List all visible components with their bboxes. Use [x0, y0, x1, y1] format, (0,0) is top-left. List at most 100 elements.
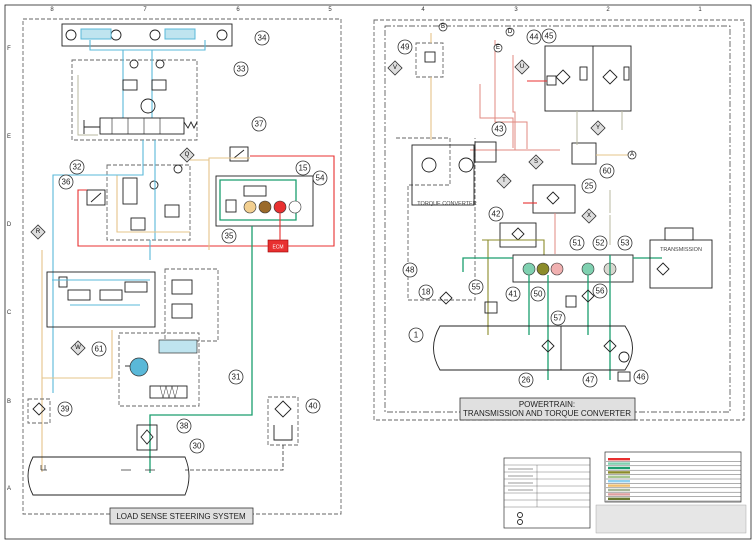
ecm-label: ECM: [272, 245, 283, 251]
callout-45: 45: [541, 28, 557, 44]
callout-26: 26: [518, 372, 534, 388]
callout-36: 36: [58, 174, 74, 190]
svg-text:T: T: [502, 178, 506, 184]
drawing-frame: [4, 4, 752, 540]
port-w: W: [70, 340, 86, 356]
left-system-boundary: [22, 18, 342, 515]
callout-51: 51: [569, 235, 585, 251]
port-e: E: [493, 43, 503, 53]
transmission-manifold: [512, 254, 634, 283]
valve-block-25: [532, 184, 576, 214]
column-label: 4: [421, 7, 425, 13]
svg-text:42: 42: [492, 210, 501, 219]
svg-text:55: 55: [472, 283, 481, 292]
callout-42: 42: [488, 206, 504, 222]
svg-text:32: 32: [73, 163, 82, 172]
port-t: T: [496, 173, 512, 189]
column-label: 1: [698, 7, 702, 13]
column-label: 2: [606, 7, 610, 13]
filter-40: [185, 396, 299, 471]
row-label: C: [7, 310, 12, 316]
svg-text:46: 46: [637, 373, 646, 382]
svg-text:B: B: [441, 24, 445, 30]
svg-text:34: 34: [258, 34, 267, 43]
svg-text:51: 51: [573, 239, 582, 248]
row-label: B: [7, 399, 11, 405]
callout-25: 25: [581, 178, 597, 194]
legend-swatch: [608, 488, 630, 492]
svg-text:30: 30: [193, 442, 202, 451]
right-title-line2: TRANSMISSION AND TORQUE CONVERTER: [463, 409, 631, 418]
legend-swatch: [608, 466, 630, 470]
svg-text:37: 37: [255, 120, 264, 129]
port-b: B: [438, 22, 448, 32]
svg-text:1: 1: [414, 331, 419, 340]
right-title-box: [459, 397, 636, 421]
legend-swatch: [608, 462, 630, 465]
callout-15: 15: [295, 160, 311, 176]
legend-swatch: [608, 458, 630, 461]
brake-manifold: [215, 175, 314, 227]
svg-text:50: 50: [534, 290, 543, 299]
port-v: V: [387, 60, 403, 76]
port-d: D: [505, 27, 515, 37]
filter-39: [27, 398, 51, 424]
color-legend: [604, 451, 742, 503]
callout-49: 49: [397, 39, 413, 55]
port-u: U: [514, 59, 530, 75]
callout-47: 47: [582, 372, 598, 388]
callout-56: 56: [592, 283, 608, 299]
column-label: 3: [514, 7, 518, 13]
column-label: 8: [50, 7, 54, 13]
valve-49: [415, 42, 444, 78]
svg-text:X: X: [587, 213, 591, 219]
legend-swatch: [608, 497, 630, 500]
column-label: 5: [328, 7, 332, 13]
svg-text:45: 45: [545, 32, 554, 41]
torque-converter-label: TORQUE CONVERTER: [417, 201, 476, 207]
svg-text:52: 52: [596, 239, 605, 248]
line-type-legend: [503, 457, 591, 529]
svg-text:U: U: [520, 64, 524, 70]
svg-text:S: S: [534, 159, 538, 165]
callout-18: 18: [418, 284, 434, 300]
callout-60: 60: [599, 163, 615, 179]
svg-text:25: 25: [585, 182, 594, 191]
callout-30: 30: [189, 438, 205, 454]
callout-55: 55: [468, 279, 484, 295]
row-label: E: [7, 134, 11, 140]
valve-42: [499, 222, 537, 248]
steering-unit: [71, 50, 198, 141]
callout-33: 33: [233, 61, 249, 77]
legend-swatch: [608, 484, 630, 487]
callout-31: 31: [228, 369, 244, 385]
callout-54: 54: [312, 170, 328, 186]
svg-text:49: 49: [401, 43, 410, 52]
callout-52: 52: [592, 235, 608, 251]
transmission-label: TRANSMISSION: [660, 247, 702, 253]
svg-text:39: 39: [61, 405, 70, 414]
row-label: A: [7, 486, 11, 492]
torque-converter-48: TORQUE CONVERTER: [396, 137, 497, 301]
right-title-line1: POWERTRAIN:: [519, 400, 575, 409]
callout-37: 37: [251, 116, 267, 132]
callout-48: 48: [402, 262, 418, 278]
svg-text:56: 56: [596, 287, 605, 296]
svg-text:41: 41: [509, 290, 518, 299]
svg-text:18: 18: [422, 288, 431, 297]
port-x: X: [581, 208, 597, 224]
svg-text:57: 57: [554, 314, 563, 323]
priority-valve-block: [106, 140, 191, 241]
svg-text:36: 36: [62, 178, 71, 187]
svg-text:61: 61: [95, 345, 104, 354]
breather-18: [439, 291, 453, 305]
svg-text:33: 33: [237, 65, 246, 74]
svg-text:40: 40: [309, 402, 318, 411]
svg-text:47: 47: [586, 376, 595, 385]
steering-solenoid-37: [229, 146, 249, 162]
svg-text:38: 38: [180, 422, 189, 431]
callout-40: 40: [305, 398, 321, 414]
callout-38: 38: [176, 418, 192, 434]
callout-1: 1: [408, 327, 424, 343]
electrical-wiring: [77, 155, 335, 247]
